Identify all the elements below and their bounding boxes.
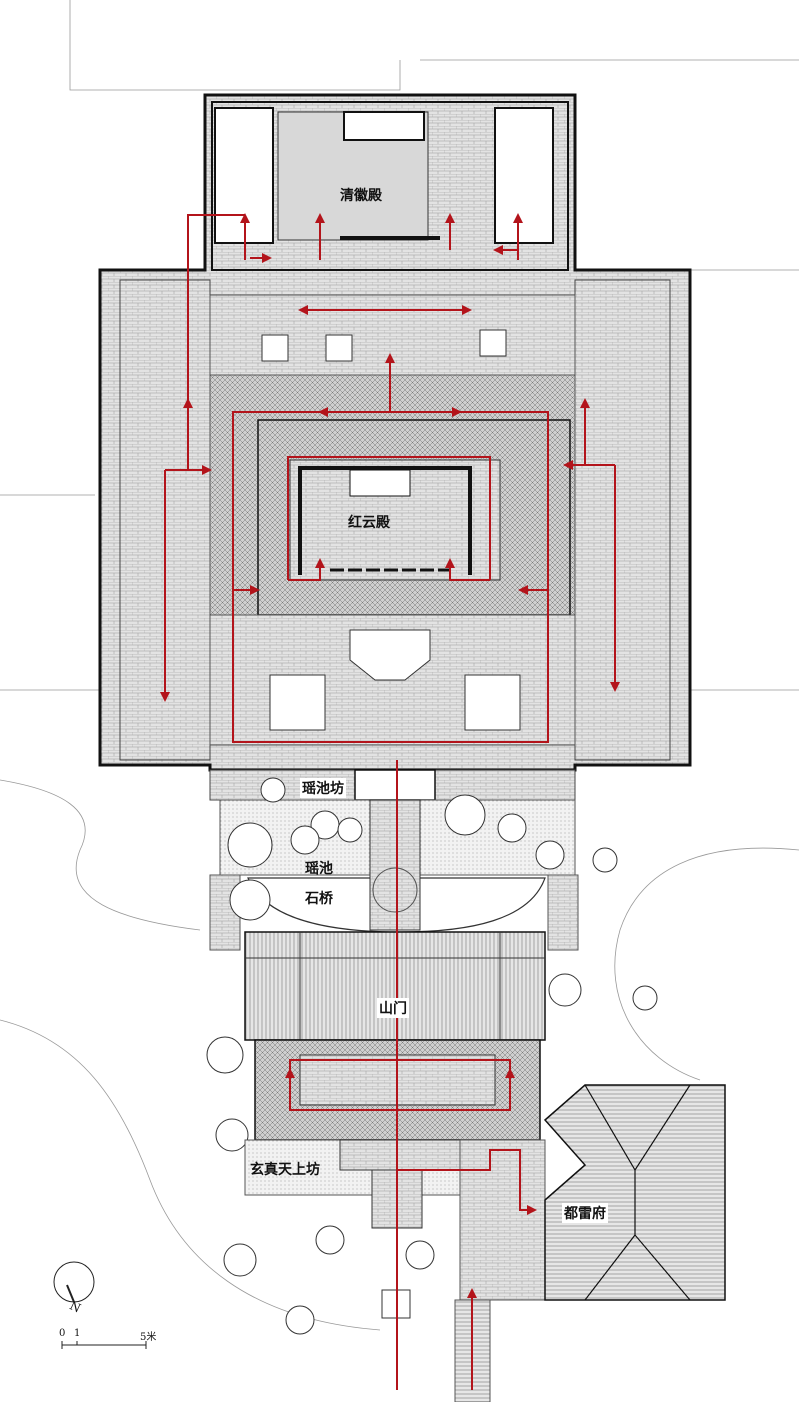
label-qinghui-hall: 清徽殿	[340, 188, 382, 204]
qinghui-hall	[211, 101, 569, 271]
north-arrow-compass	[53, 1261, 95, 1303]
label-yaochi-arch: 瑶池坊	[300, 778, 346, 798]
hongyun-hall	[257, 419, 571, 616]
label-hongyun-hall: 红云殿	[348, 515, 390, 531]
dulei-mansion-roof	[543, 1084, 726, 1301]
scale-tick-1: 1	[74, 1328, 81, 1339]
label-dulei-mansion: 都雷府	[562, 1203, 608, 1223]
scale-tick-5: 5米	[140, 1332, 157, 1343]
circulation-route	[160, 213, 620, 1390]
scale-tick-0: 0	[59, 1328, 66, 1339]
label-xuanzhen-arch: 玄真天上坊	[250, 1162, 320, 1178]
context-lines	[0, 0, 799, 1331]
label-mountain-gate: 山门	[377, 998, 409, 1018]
label-yaochi-bridge-line2: 石桥	[305, 891, 333, 907]
scale-bar	[61, 1341, 147, 1349]
label-yaochi-bridge-line1: 瑶池	[305, 861, 333, 877]
incense-burners	[261, 329, 507, 362]
